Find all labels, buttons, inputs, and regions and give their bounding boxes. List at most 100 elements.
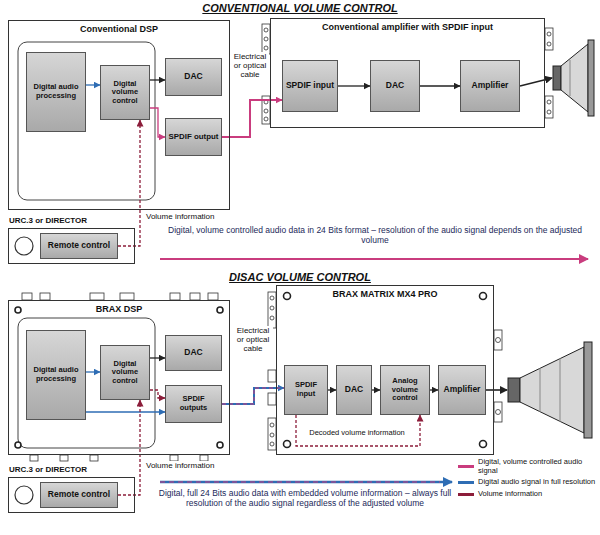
device-title: BRAX DSP bbox=[9, 301, 229, 314]
terminal-block bbox=[262, 24, 553, 124]
block-label: SPDIF input bbox=[284, 81, 336, 91]
device-box: BRAX DSP Digital audio processing Digital … bbox=[8, 300, 230, 455]
device-title: Conventional DSP bbox=[9, 21, 229, 34]
connector-line bbox=[430, 389, 438, 390]
connector-line bbox=[328, 389, 336, 390]
process-box: DAC bbox=[165, 335, 222, 371]
connector bbox=[86, 372, 100, 373]
connector-line bbox=[150, 357, 165, 358]
edge-label: Volume information bbox=[146, 461, 238, 470]
connector bbox=[328, 390, 336, 391]
block-label: Analog volume control bbox=[381, 377, 429, 403]
connector bbox=[150, 390, 165, 398]
block-label: DAC bbox=[182, 348, 204, 358]
connector bbox=[86, 412, 165, 413]
block-label: Digital volume control bbox=[101, 360, 149, 386]
connector bbox=[150, 358, 165, 359]
process-box: DAC bbox=[370, 60, 420, 112]
block-label: DAC bbox=[182, 72, 204, 82]
legend: Digital, volume controlled audio signalD… bbox=[458, 458, 596, 502]
device-title: Conventional amplifier with SPDIF input bbox=[271, 19, 544, 32]
connector-line bbox=[86, 411, 165, 412]
signal-note: Digital, full 24 Bits audio data with em… bbox=[150, 488, 460, 508]
device-title: BRAX MATRIX MX4 PRO bbox=[277, 286, 493, 299]
legend-swatch bbox=[458, 481, 474, 484]
device-title: URC.3 or DIRECTOR bbox=[9, 216, 87, 225]
connector-line bbox=[372, 389, 380, 390]
block-label: Digital audio processing bbox=[27, 366, 85, 383]
connector bbox=[222, 388, 284, 404]
connector bbox=[420, 86, 460, 87]
connector-line bbox=[150, 108, 165, 137]
remote-box: URC.3 or DIRECTORRemote control bbox=[8, 477, 135, 513]
connector-line bbox=[86, 371, 100, 372]
device-box: Conventional amplifier with SPDIF inputS… bbox=[270, 18, 545, 128]
connector-line bbox=[222, 100, 282, 137]
device-title: URC.3 or DIRECTOR bbox=[9, 465, 87, 474]
process-box: Digital audio processing bbox=[26, 330, 86, 420]
process-box: Remote control bbox=[40, 482, 118, 508]
block-label: Digital volume control bbox=[101, 80, 149, 106]
diagram-title: CONVENTIONAL VOLUME CONTROL bbox=[0, 2, 600, 15]
process-box: Digital volume control bbox=[100, 65, 150, 120]
legend-text: Digital, volume controlled audio signal bbox=[478, 458, 596, 475]
block-label: Amplifier bbox=[470, 81, 511, 91]
process-box: SPDIF output bbox=[165, 118, 222, 156]
connector-dash bbox=[222, 388, 284, 404]
signal-arrow bbox=[160, 481, 452, 483]
block-label: Remote control bbox=[46, 490, 112, 500]
process-box: Amplifier bbox=[460, 60, 520, 112]
connector bbox=[150, 108, 165, 137]
remote-knob bbox=[15, 237, 33, 255]
process-box: SPDIF input bbox=[282, 60, 338, 112]
signal-arrow bbox=[160, 258, 588, 260]
terminal-block bbox=[268, 292, 502, 450]
connector-line bbox=[222, 388, 284, 404]
process-box: DAC bbox=[165, 58, 222, 96]
legend-row: Digital, volume controlled audio signal bbox=[458, 458, 596, 475]
signal-arrow-dash bbox=[160, 481, 440, 482]
remote-box: URC.3 or DIRECTORRemote control bbox=[8, 228, 135, 264]
edge-label: Electrical or optical cable bbox=[233, 326, 273, 354]
process-box: Remote control bbox=[40, 233, 118, 259]
speaker-illustration bbox=[553, 40, 594, 116]
inner-frame bbox=[18, 318, 155, 448]
block-label: DAC bbox=[384, 81, 406, 91]
edge-label: Electrical or optical cable bbox=[231, 52, 269, 80]
block-label: Digital audio processing bbox=[27, 83, 85, 100]
connector-line bbox=[296, 415, 420, 446]
process-box: Analog volume control bbox=[380, 365, 430, 415]
block-label: Amplifier bbox=[442, 385, 483, 395]
legend-text: Digital audio signal in full resolution bbox=[478, 478, 595, 487]
connector bbox=[430, 390, 438, 391]
edge-label: Volume information bbox=[146, 212, 238, 221]
connector bbox=[118, 400, 140, 495]
inner-frame bbox=[18, 42, 155, 200]
connector-row bbox=[22, 293, 218, 461]
connector-line bbox=[118, 400, 140, 495]
connector bbox=[150, 80, 165, 81]
legend-swatch bbox=[458, 493, 474, 496]
block-label: Remote control bbox=[46, 241, 112, 251]
connector bbox=[372, 390, 380, 391]
process-box: SPDIF input bbox=[284, 365, 328, 415]
speaker-illustration bbox=[508, 342, 592, 438]
process-box: DAC bbox=[336, 365, 372, 415]
speaker-wire bbox=[486, 389, 507, 391]
legend-row: Digital audio signal in full resolution bbox=[458, 478, 596, 487]
connector bbox=[296, 415, 420, 446]
process-box: Digital audio processing bbox=[26, 52, 86, 132]
connector-line bbox=[420, 85, 460, 86]
block-label: DAC bbox=[343, 385, 365, 395]
speaker-wire bbox=[520, 78, 552, 86]
connector bbox=[338, 86, 370, 87]
device-box: Conventional DSP Digital audio processing… bbox=[8, 20, 230, 210]
signal-note: Digital, volume controlled audio data in… bbox=[165, 225, 585, 245]
remote-knob bbox=[15, 486, 33, 504]
process-box: SPDIF outputs bbox=[165, 385, 222, 423]
connector-line bbox=[86, 84, 100, 85]
process-box: Amplifier bbox=[438, 365, 486, 415]
mounting-hole bbox=[15, 293, 487, 449]
connector-line bbox=[150, 390, 165, 398]
